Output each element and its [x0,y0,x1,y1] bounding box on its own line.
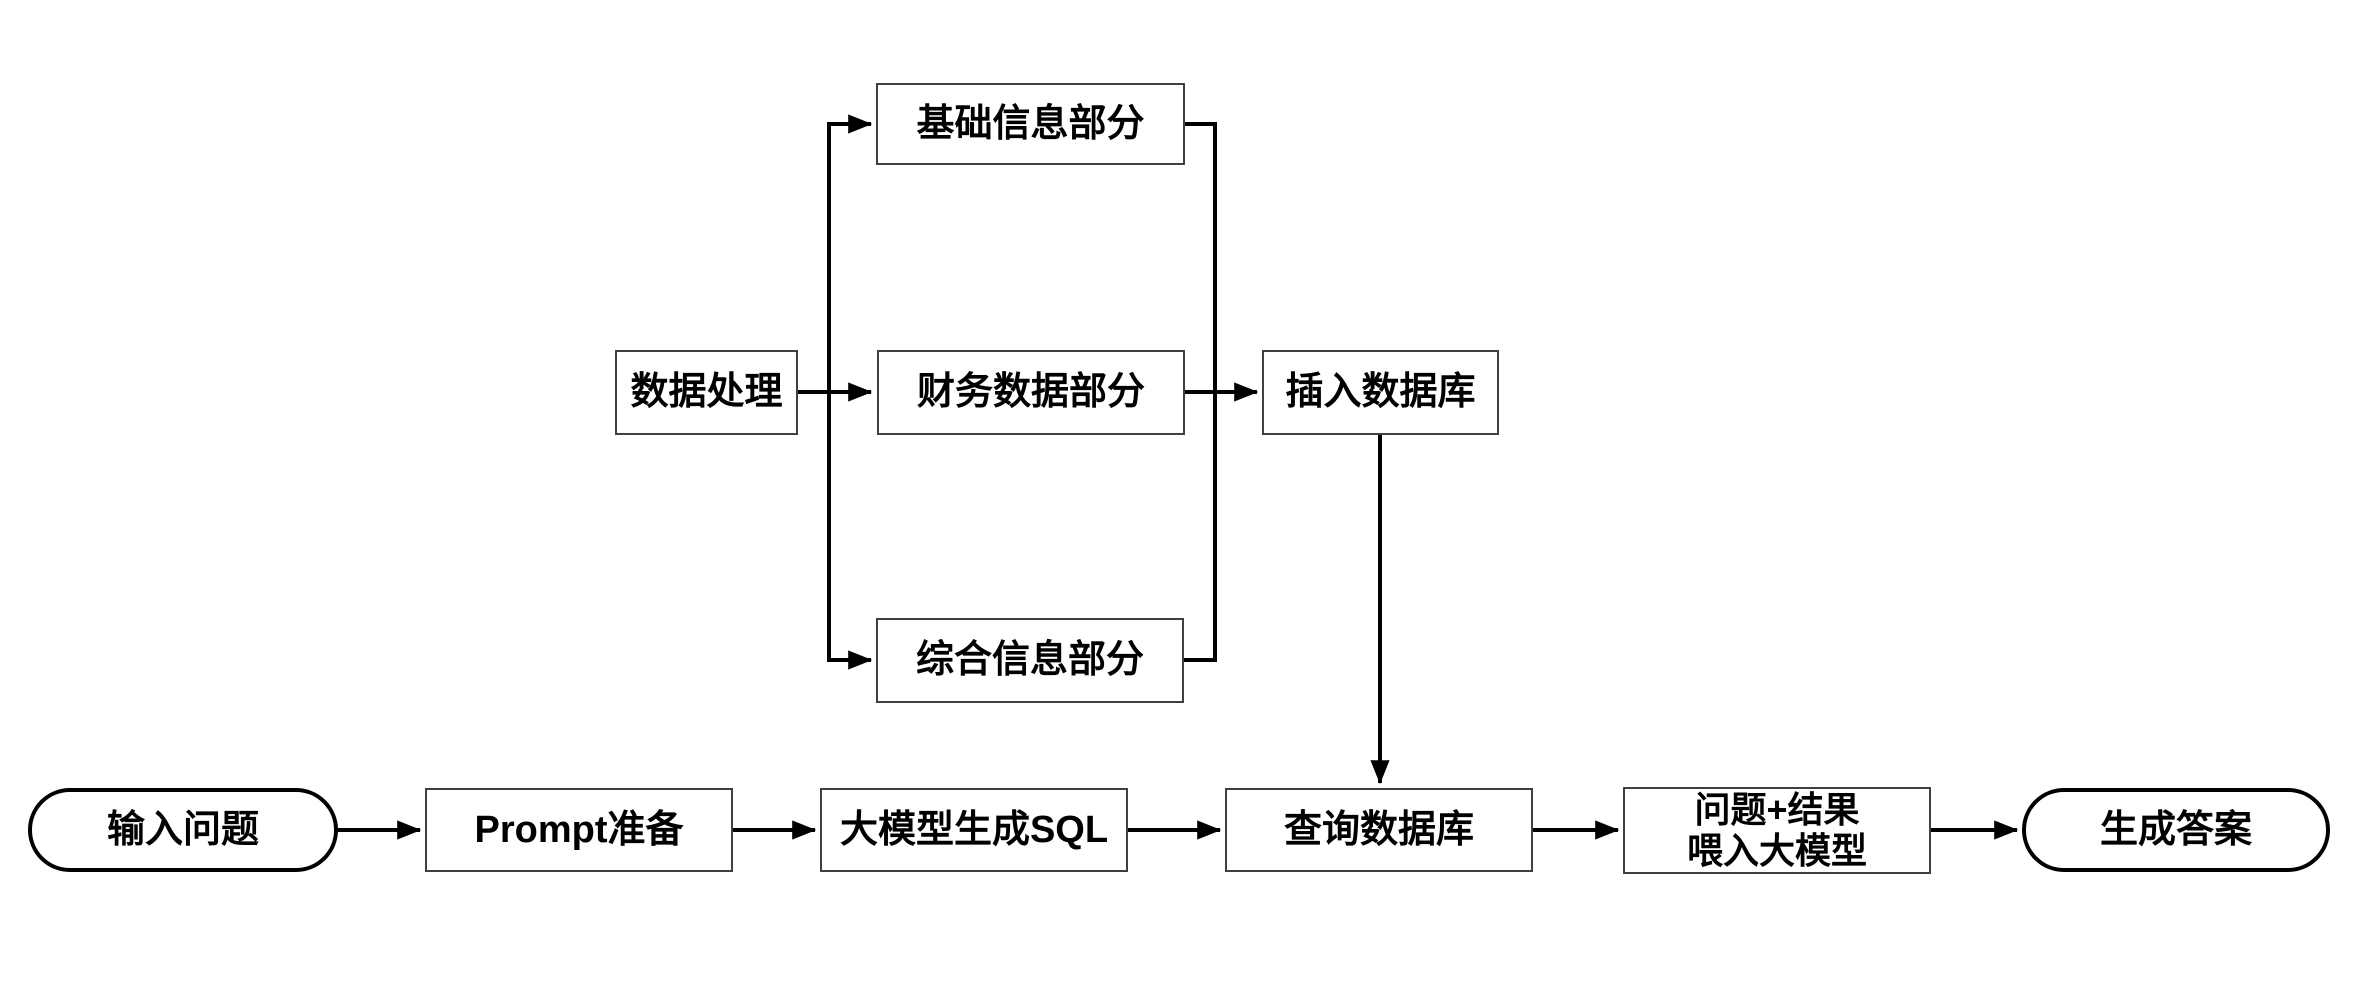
node-input-question: 输入问题 [28,788,338,872]
node-label: 大模型生成SQL [839,808,1109,851]
node-label: 生成答案 [2099,808,2252,851]
node-label: 综合信息部分 [915,639,1144,682]
node-label: 插入数据库 [1285,371,1476,414]
node-query-db: 查询数据库 [1225,788,1533,872]
node-generate-answer: 生成答案 [2022,788,2330,872]
node-label: 查询数据库 [1283,808,1474,851]
node-llm-generate-sql: 大模型生成SQL [820,788,1128,872]
node-insert-db: 插入数据库 [1262,350,1499,435]
node-label-line1: 问题+结果 [1694,789,1860,831]
node-data-processing: 数据处理 [615,350,798,435]
node-label: 输入问题 [106,808,259,851]
node-question-plus-result: 问题+结果 喂入大模型 [1623,787,1931,874]
node-label: 基础信息部分 [916,102,1145,145]
node-label-line2: 喂入大模型 [1686,829,1867,871]
node-prompt-prep: Prompt准备 [425,788,733,872]
node-financial-data: 财务数据部分 [877,350,1185,435]
node-comprehensive-info: 综合信息部分 [876,618,1184,703]
node-basic-info: 基础信息部分 [876,83,1185,165]
node-label: Prompt准备 [474,808,684,851]
node-label: 财务数据部分 [916,371,1145,414]
node-label: 数据处理 [630,371,783,414]
